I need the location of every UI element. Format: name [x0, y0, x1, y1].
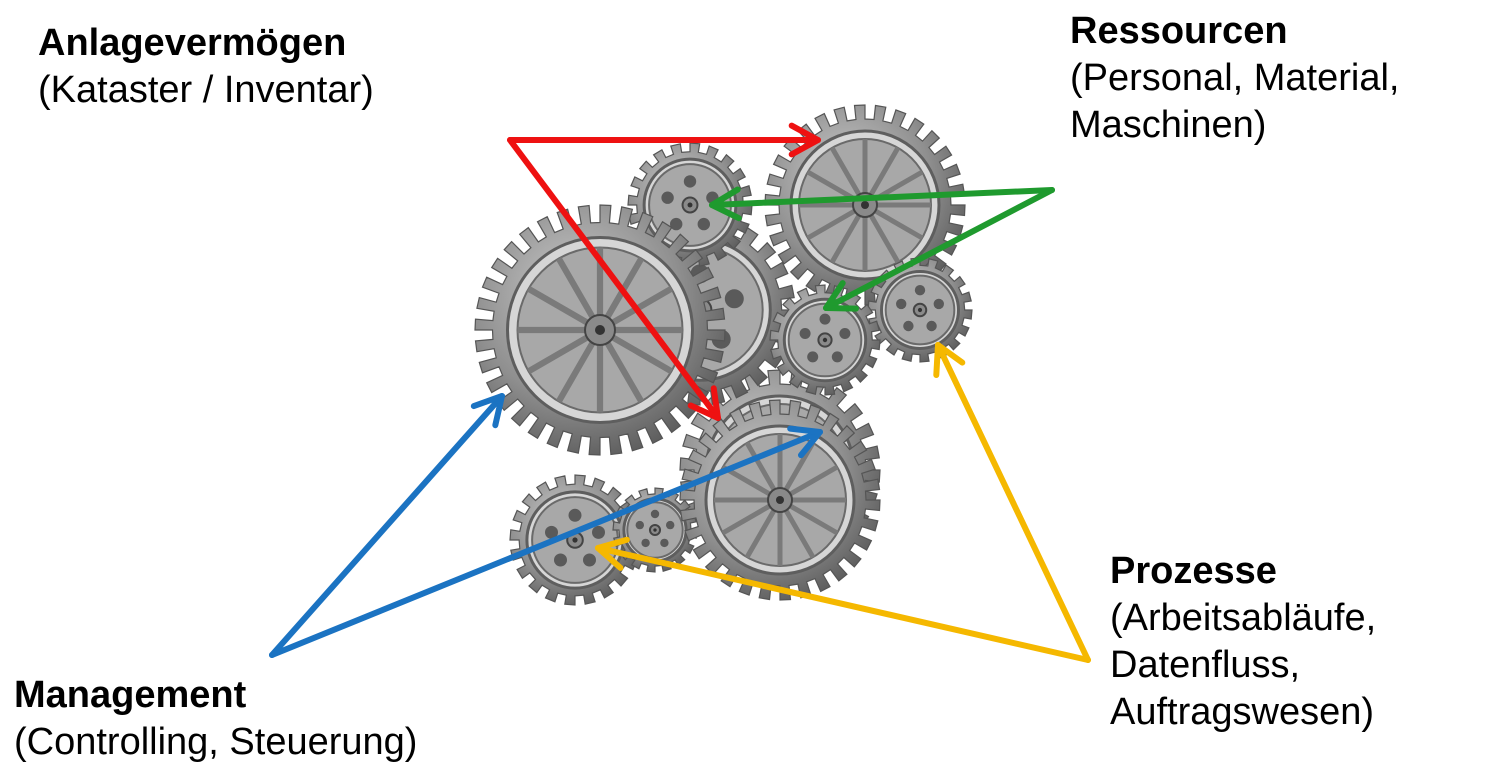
anlagevermoegen-detail: (Kataster / Inventar) [38, 69, 374, 111]
ressourcen-label: Ressourcen (Personal, Material, Maschine… [1070, 8, 1399, 149]
prozesse-detail-line2: Datenfluss, [1110, 644, 1301, 686]
prozesse-arrow-to-bottom-gear [595, 536, 1091, 663]
anlagevermoegen-arrow-to-center-gear [507, 137, 721, 421]
management-detail: (Controlling, Steuerung) [14, 721, 418, 763]
prozesse-detail-line3: Auftragswesen) [1110, 691, 1375, 733]
gear-bottom-left [509, 474, 641, 606]
management-arrows [269, 393, 823, 658]
ressourcen-arrow-to-small-gear [709, 186, 1055, 222]
management-label: Management (Controlling, Steuerung) [14, 672, 417, 766]
ressourcen-arrow-to-center-gear [823, 187, 1055, 312]
prozesse-arrows [595, 342, 1091, 663]
ressourcen-title: Ressourcen [1070, 10, 1288, 52]
gear-center-small [769, 284, 881, 396]
ressourcen-arrows [709, 186, 1055, 312]
management-title: Management [14, 674, 247, 716]
prozesse-arrow-to-right-gear [933, 342, 1091, 663]
ressourcen-detail-line1: (Personal, Material, [1070, 57, 1400, 99]
gears-illustration [474, 104, 973, 606]
prozesse-detail-line1: (Arbeitsabläufe, [1110, 597, 1377, 639]
anlagevermoegen-arrows [507, 122, 821, 421]
anlagevermoegen-label: Anlagevermögen (Kataster / Inventar) [38, 20, 374, 114]
management-arrow-to-bottom-gear [269, 425, 823, 658]
anlagevermoegen-title: Anlagevermögen [38, 22, 347, 64]
gear-left-large [474, 204, 726, 456]
anlagevermoegen-arrow-to-top-gear [507, 122, 821, 158]
gear-top-right [764, 104, 966, 306]
gear-right-small [867, 257, 973, 363]
management-arrow-to-left-gear [269, 393, 505, 658]
prozesse-title: Prozesse [1110, 550, 1277, 592]
ressourcen-detail-line2: Maschinen) [1070, 104, 1267, 146]
gear-bottom-mini [612, 487, 698, 573]
prozesse-label: Prozesse (Arbeitsabläufe, Datenfluss, Au… [1110, 548, 1376, 736]
